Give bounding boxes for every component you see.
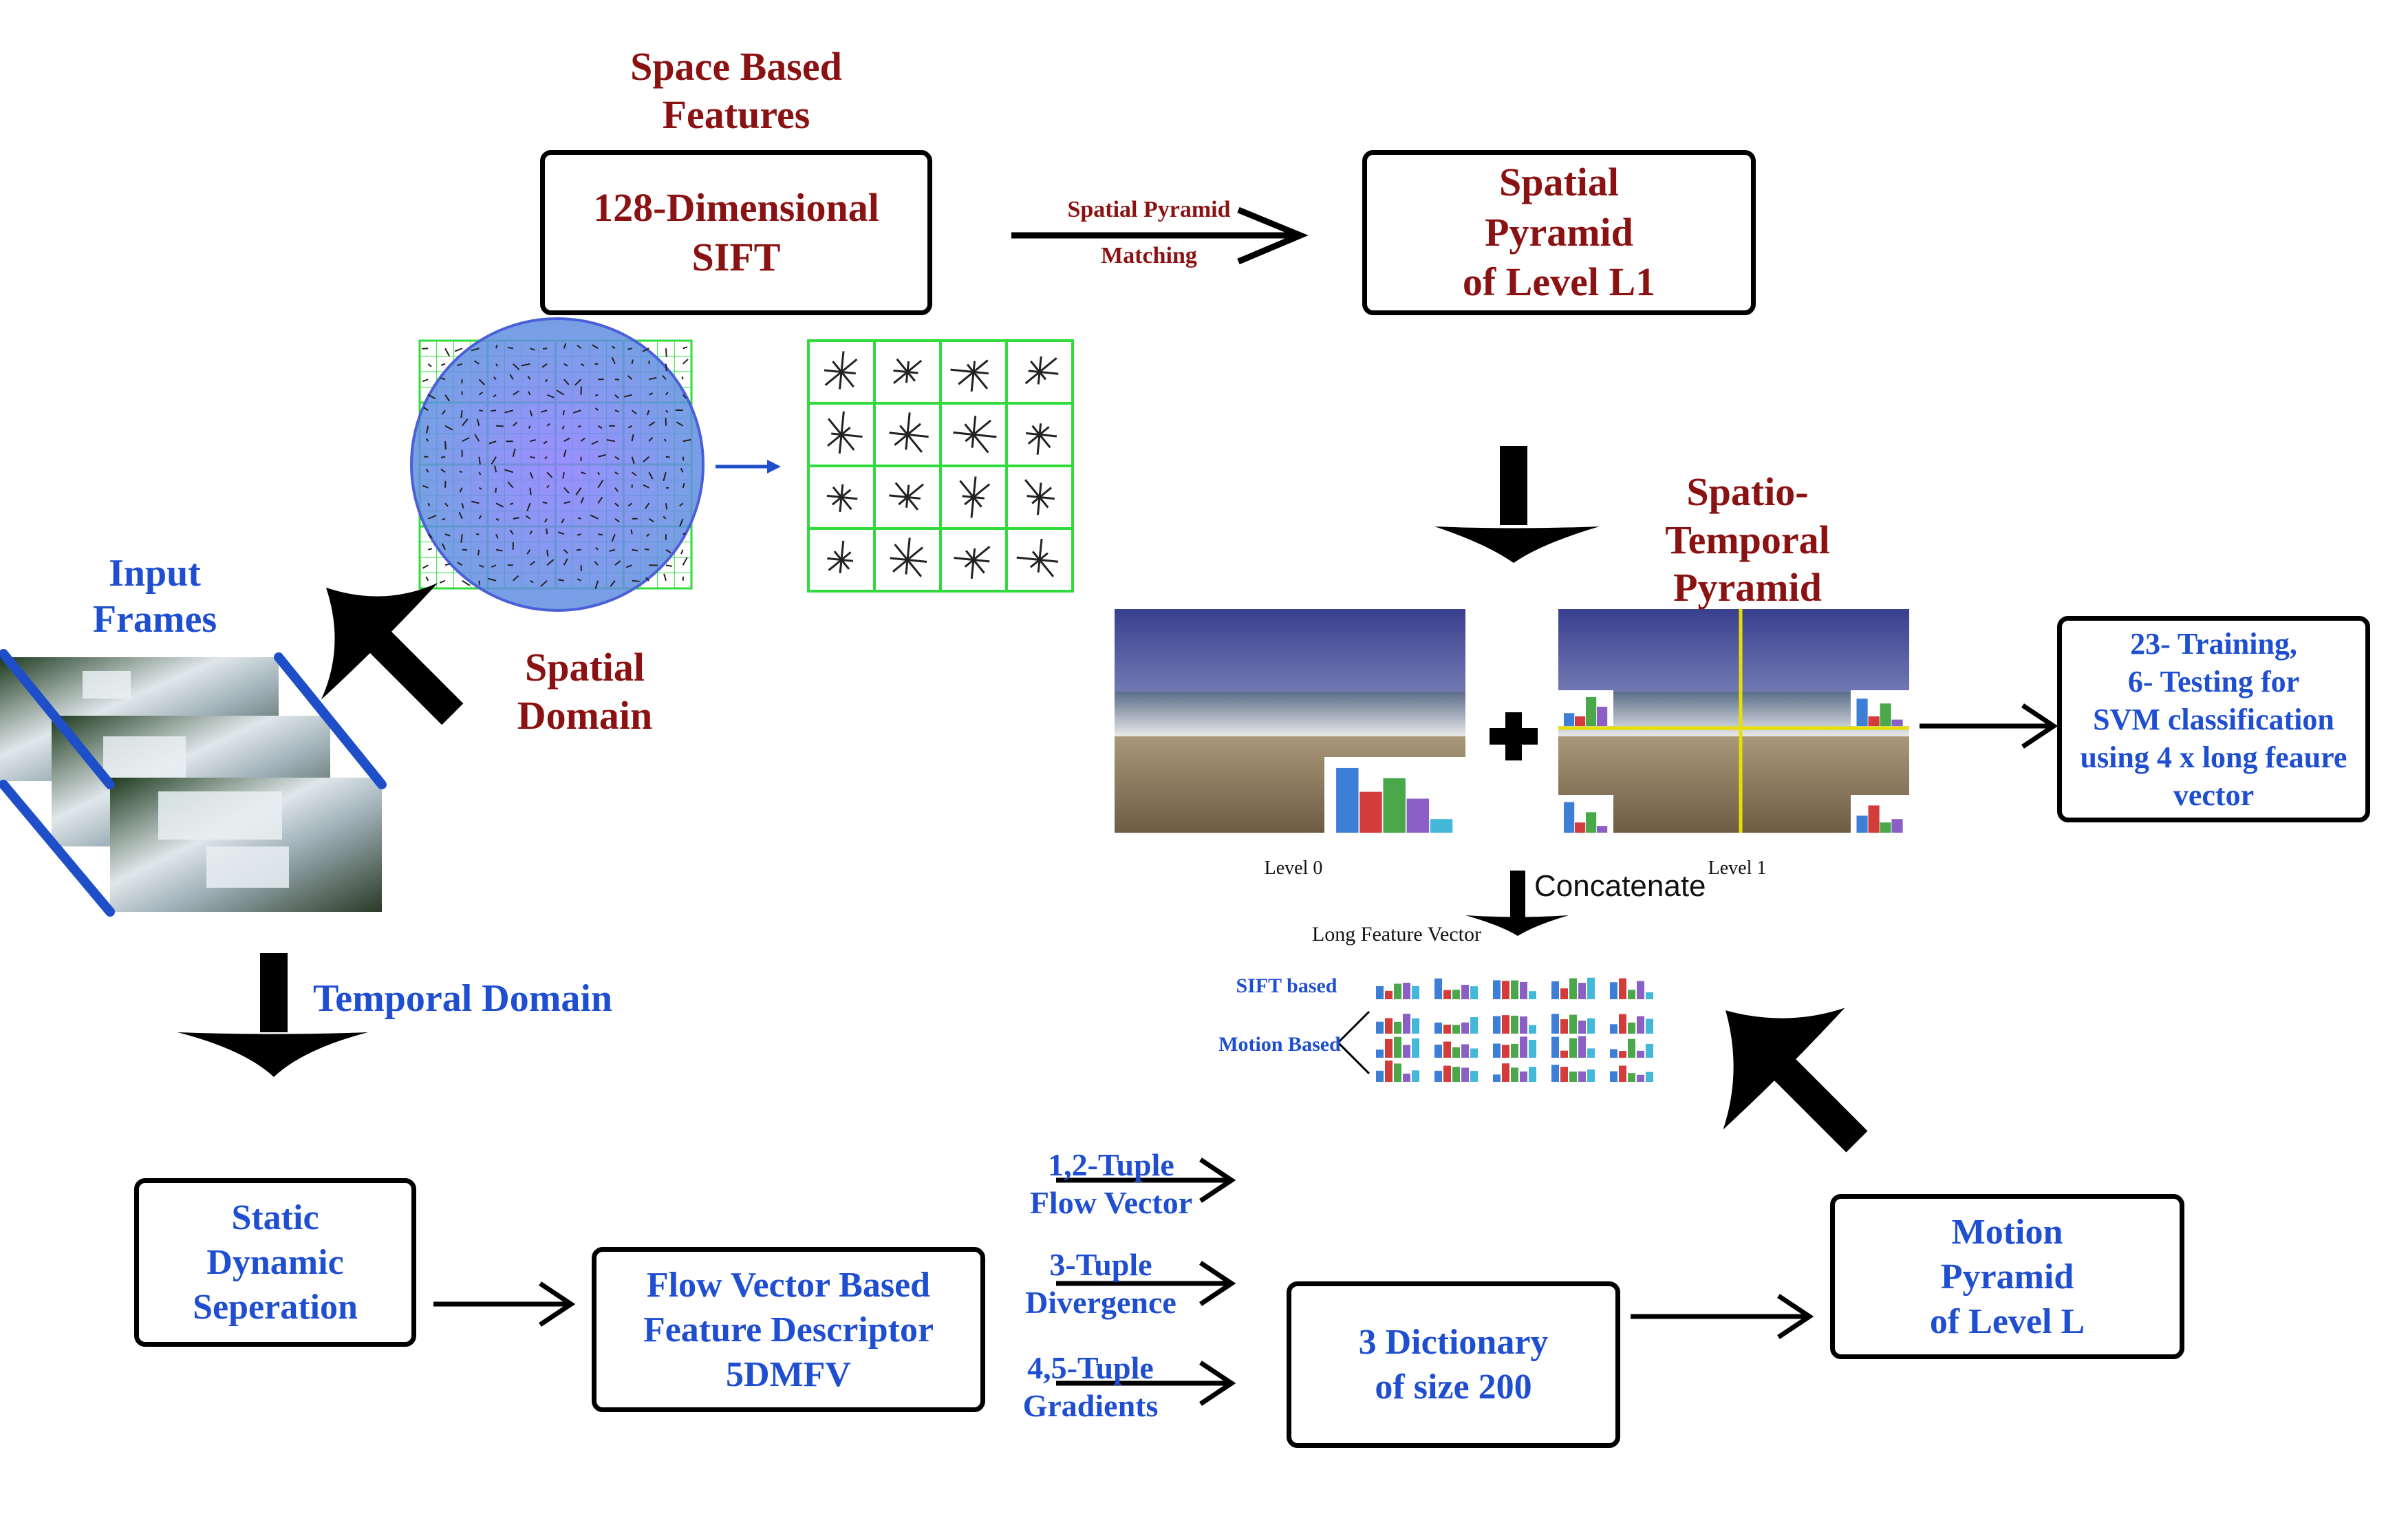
arrow-tuple45 [1056, 1361, 1236, 1406]
dictionary-box-text: 3 Dictionary of size 200 [1358, 1323, 1549, 1407]
tuple45-label: 4,5-Tuple Gradients [1022, 1350, 1159, 1424]
spatial-pyramid-box[interactable]: Spatial Pyramid of Level L1 [1362, 150, 1756, 315]
dictionary-box[interactable]: 3 Dictionary of size 200 [1287, 1281, 1620, 1448]
temporal-domain-label: Temporal Domain [313, 977, 613, 1020]
motion-brace [1337, 1010, 1370, 1075]
space-based-features-label: Space Based Features [630, 44, 842, 137]
arrow-dict-to-motion [1631, 1294, 1814, 1339]
arrow-tuple3 [1056, 1261, 1236, 1306]
static-dynamic-box[interactable]: Static Dynamic Seperation [134, 1178, 416, 1347]
sift-box[interactable]: 128-Dimensional SIFT [540, 150, 932, 315]
arrow-tuple12 [1056, 1158, 1236, 1203]
input-frames-label: Input Frames [92, 552, 217, 641]
sift-box-text: 128-Dimensional SIFT [593, 184, 879, 280]
flow-vector-box[interactable]: Flow Vector Based Feature Descriptor 5DM… [592, 1247, 985, 1412]
level0-image [1115, 609, 1465, 833]
motion-based-label: Motion Based [1218, 1033, 1341, 1056]
arrow-up-left [1723, 1007, 1868, 1153]
motion-pyramid-box[interactable]: Motion Pyramid of Level L [1830, 1194, 2184, 1359]
sift-gradient-grid [410, 317, 705, 612]
arrow-concatenate [1465, 871, 1569, 936]
flow-vector-box-text: Flow Vector Based Feature Descriptor 5DM… [643, 1265, 934, 1394]
level1-image [1558, 609, 1909, 833]
arrow-spm [1011, 206, 1309, 265]
arrow-up-right [321, 582, 464, 725]
input-frames-stack [0, 649, 387, 917]
concatenate-label: Concatenate [1534, 869, 1706, 903]
tuple3-label: 3-Tuple Divergence [1025, 1247, 1176, 1321]
arrow-to-svm [1920, 703, 2058, 749]
static-dynamic-box-text: Static Dynamic Seperation [193, 1198, 358, 1327]
arrow-down-temporal [178, 953, 368, 1077]
svm-box[interactable]: 23- Training, 6- Testing for SVM classif… [2057, 616, 2370, 822]
blue-arrow [716, 460, 781, 473]
spatio-temporal-pyramid-label: Spatio- Temporal Pyramid [1665, 469, 1830, 610]
sift-based-label: SIFT based [1236, 974, 1337, 997]
long-feature-vector [1376, 977, 1653, 1082]
svm-box-text: 23- Training, 6- Testing for SVM classif… [2080, 626, 2347, 812]
plus-sign [1490, 712, 1538, 760]
spm-label-line1: Spatial Pyramid [1067, 197, 1231, 222]
long-feature-vector-label: Long Feature Vector [1311, 923, 1482, 946]
spatial-pyramid-box-text: Spatial Pyramid of Level L1 [1462, 160, 1656, 305]
spm-label-line2: Matching [1101, 243, 1197, 268]
tuple12-label: 1,2-Tuple Flow Vector [1029, 1147, 1193, 1221]
arrow-static-to-flow [433, 1281, 576, 1327]
level1-label: Level 1 [1708, 857, 1767, 879]
motion-pyramid-box-text: Motion Pyramid of Level L [1929, 1212, 2085, 1341]
arrow-down-spatial [1434, 446, 1600, 563]
level0-label: Level 0 [1264, 857, 1323, 879]
sift-descriptor-grid [807, 339, 1074, 593]
spatial-domain-label: Spatial Domain [517, 645, 653, 738]
